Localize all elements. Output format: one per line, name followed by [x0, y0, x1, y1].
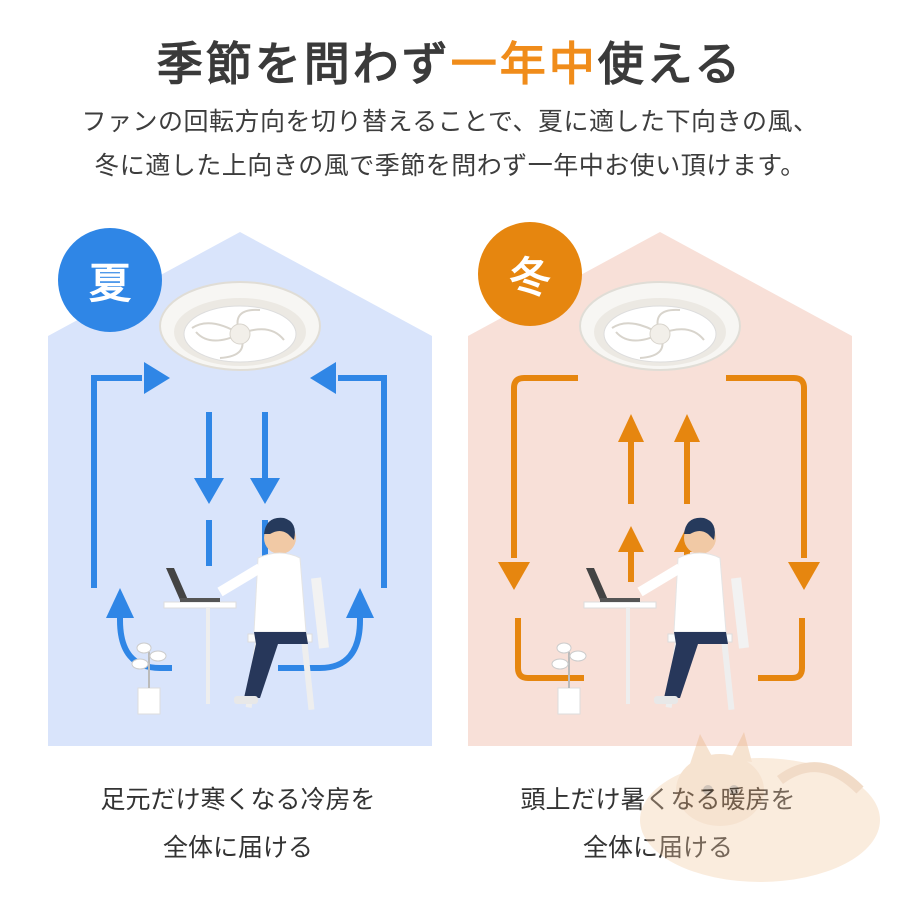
- headline-after: 使える: [597, 37, 744, 91]
- winter-panel: 冬: [468, 222, 852, 746]
- arrow-down-icon: [250, 478, 280, 504]
- description-line-1: ファンの回転方向を切り替えることで、夏に適した下向きの風、: [81, 107, 819, 136]
- winter-caption-line-1: 頭上だけ暑くなる暖房を: [448, 776, 868, 824]
- headline-before: 季節を問わず: [156, 37, 451, 91]
- winter-illustration: [468, 232, 852, 746]
- season-badge-winter: 冬: [478, 222, 582, 326]
- arrow-up-icon: [618, 526, 644, 552]
- airflow-loop-left: [511, 375, 584, 681]
- description: ファンの回転方向を切り替えることで、夏に適した下向きの風、 冬に適した上向きの風…: [40, 100, 860, 188]
- summer-caption-line-2: 全体に届ける: [162, 833, 313, 862]
- arrow-up-icon: [346, 588, 374, 618]
- arrow-down-icon: [194, 478, 224, 504]
- headline: 季節を問わず一年中使える: [0, 28, 900, 94]
- description-line-2: 冬に適した上向きの風で季節を問わず一年中お使い頂けます。: [94, 151, 806, 180]
- arrow-right-icon: [144, 362, 170, 394]
- person-at-laptop-icon: [583, 517, 749, 710]
- arrow-up-icon: [106, 588, 134, 618]
- ceiling-fan-icon: [579, 281, 741, 371]
- airflow-loop-right: [278, 375, 387, 671]
- summer-caption-line-1: 足元だけ寒くなる冷房を: [100, 785, 376, 814]
- airflow-loop-right: [726, 375, 807, 681]
- season-badge-summer: 夏: [58, 228, 162, 332]
- arrow-down-icon: [788, 562, 820, 590]
- person-at-laptop-icon: [163, 517, 329, 710]
- headline-accent: 一年中: [450, 37, 598, 91]
- summer-caption: 足元だけ寒くなる冷房を 全体に届ける: [28, 776, 448, 872]
- plant-icon: [131, 642, 167, 715]
- cat-watermark: [640, 732, 880, 882]
- winter-caption-line-2: 全体に届ける: [448, 824, 868, 872]
- ceiling-fan-icon: [159, 281, 321, 371]
- arrow-up-icon: [674, 414, 700, 442]
- plant-icon: [551, 642, 587, 715]
- arrow-up-icon: [618, 414, 644, 442]
- summer-panel: 夏: [48, 228, 432, 746]
- airflow-loop-left: [91, 375, 172, 671]
- house-shape: [48, 232, 432, 746]
- winter-caption: 頭上だけ暑くなる暖房を 全体に届ける: [448, 776, 868, 872]
- arrow-left-icon: [310, 362, 336, 394]
- house-shape: [468, 232, 852, 746]
- summer-illustration: [48, 232, 432, 746]
- arrow-down-icon: [498, 562, 530, 590]
